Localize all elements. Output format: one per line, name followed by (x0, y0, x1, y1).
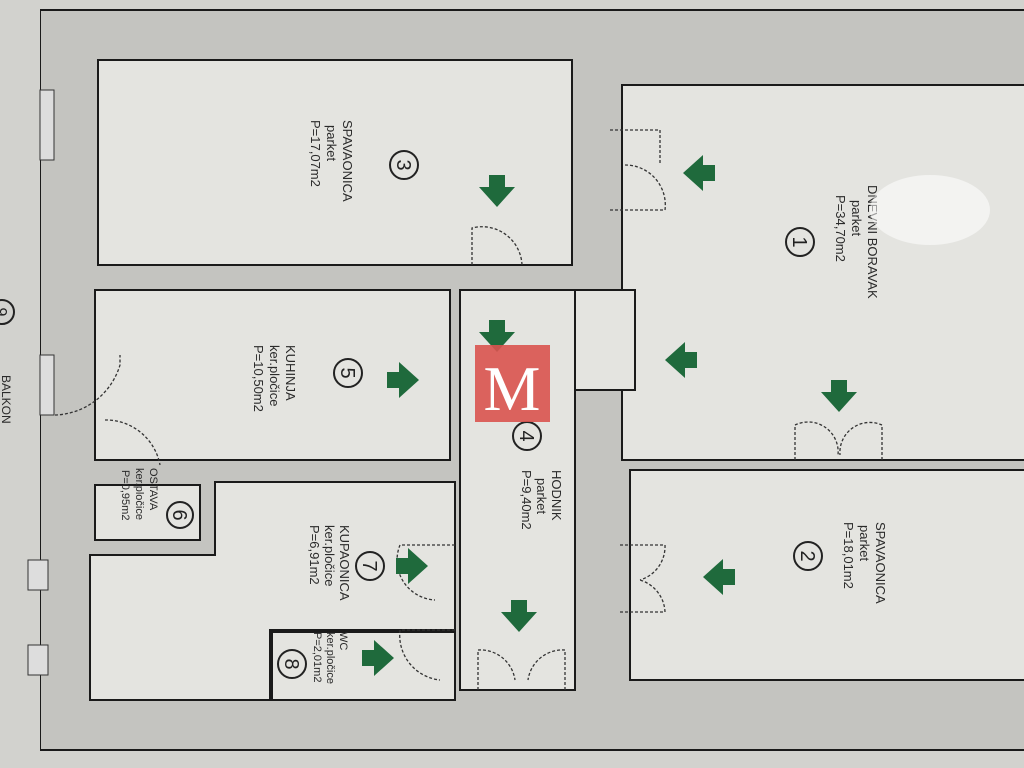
svg-text:P=0,95m2: P=0,95m2 (119, 470, 131, 520)
room-7-label: 7 KUPAONICA ker.pločice P=6,91m2 (307, 525, 385, 601)
arrow-right-icon (396, 548, 428, 584)
svg-text:parket: parket (849, 200, 864, 237)
arrow-right-icon (387, 362, 419, 398)
svg-text:M: M (484, 353, 541, 424)
svg-text:P=18,01m2: P=18,01m2 (841, 522, 856, 589)
room-1-label: 1 DNEVNI BORAVAK parket P=34,70m2 (785, 185, 880, 299)
arrow-down-icon (479, 175, 515, 207)
svg-text:P=2,01m2: P=2,01m2 (311, 632, 323, 682)
room-7-bathroom (89, 481, 456, 701)
svg-text:OSTAVA: OSTAVA (147, 468, 159, 511)
room-1-living (621, 84, 1024, 461)
arrow-left-icon (703, 559, 735, 595)
svg-text:SPAVAONICA: SPAVAONICA (873, 522, 888, 604)
watermark-logo: M (475, 345, 550, 424)
room-2-label: 2 SPAVAONICA parket P=18,01m2 (793, 522, 888, 604)
svg-text:WC: WC (337, 632, 349, 650)
svg-text:ker.pločice: ker.pločice (133, 468, 145, 520)
room-4-label: 4 HODNIK parket P=9,40m2 (512, 421, 564, 530)
svg-text:SPAVAONICA: SPAVAONICA (340, 120, 355, 202)
doors (54, 129, 883, 690)
svg-text:ker.pločice: ker.pločice (322, 525, 337, 586)
svg-text:ker.pločice: ker.pločice (267, 345, 282, 406)
balcony-area (0, 0, 40, 768)
svg-text:P=34,70m2: P=34,70m2 (833, 195, 848, 262)
direction-arrows (362, 155, 857, 676)
arrow-down-icon (821, 380, 857, 412)
room-6-pantry (94, 484, 201, 541)
svg-text:parket: parket (857, 525, 872, 562)
room-2-bedroom (629, 469, 1024, 681)
room-3-label: 3 SPAVAONICA parket P=17,07m2 (308, 120, 419, 202)
svg-text:2: 2 (796, 550, 818, 561)
svg-text:5: 5 (336, 367, 358, 378)
svg-text:parket: parket (324, 125, 339, 162)
svg-text:P=9,40m2: P=9,40m2 (519, 470, 534, 530)
arrow-right-icon (362, 640, 394, 676)
svg-text:3: 3 (392, 159, 414, 170)
svg-text:7: 7 (358, 560, 380, 571)
room-6-label: 6 OSTAVA ker.pločice P=0,95m2 (119, 468, 194, 529)
svg-text:BALKON: BALKON (0, 375, 13, 424)
svg-text:HODNIK: HODNIK (549, 470, 564, 521)
svg-text:P=6,91m2: P=6,91m2 (307, 525, 322, 585)
svg-text:8: 8 (280, 658, 302, 669)
window (27, 559, 49, 591)
svg-text:6: 6 (168, 509, 190, 520)
room-5-label: 5 KUHINJA ker.pločice P=10,50m2 (251, 345, 363, 412)
svg-text:9: 9 (0, 308, 9, 317)
svg-text:parket: parket (534, 478, 549, 515)
arrow-left-icon (683, 155, 715, 191)
room-3-bedroom (97, 59, 573, 266)
svg-text:4: 4 (515, 430, 537, 441)
svg-text:1: 1 (788, 236, 810, 247)
room-8-label: 8 WC ker.pločice P=2,01m2 (277, 632, 349, 684)
window (39, 89, 55, 161)
window (39, 354, 55, 416)
svg-text:KUHINJA: KUHINJA (283, 345, 298, 401)
svg-text:KUPAONICA: KUPAONICA (337, 525, 352, 601)
living-extension (574, 289, 636, 391)
arrow-left-icon (665, 342, 697, 378)
svg-text:ker.pločice: ker.pločice (324, 632, 336, 684)
svg-text:P=17,07m2: P=17,07m2 (308, 120, 323, 187)
arrow-down-icon (501, 600, 537, 632)
balcony-label: 9 BALKON (0, 299, 15, 424)
arrow-down-icon (479, 320, 515, 352)
window (27, 644, 49, 676)
glare (870, 175, 990, 245)
svg-text:P=10,50m2: P=10,50m2 (251, 345, 266, 412)
